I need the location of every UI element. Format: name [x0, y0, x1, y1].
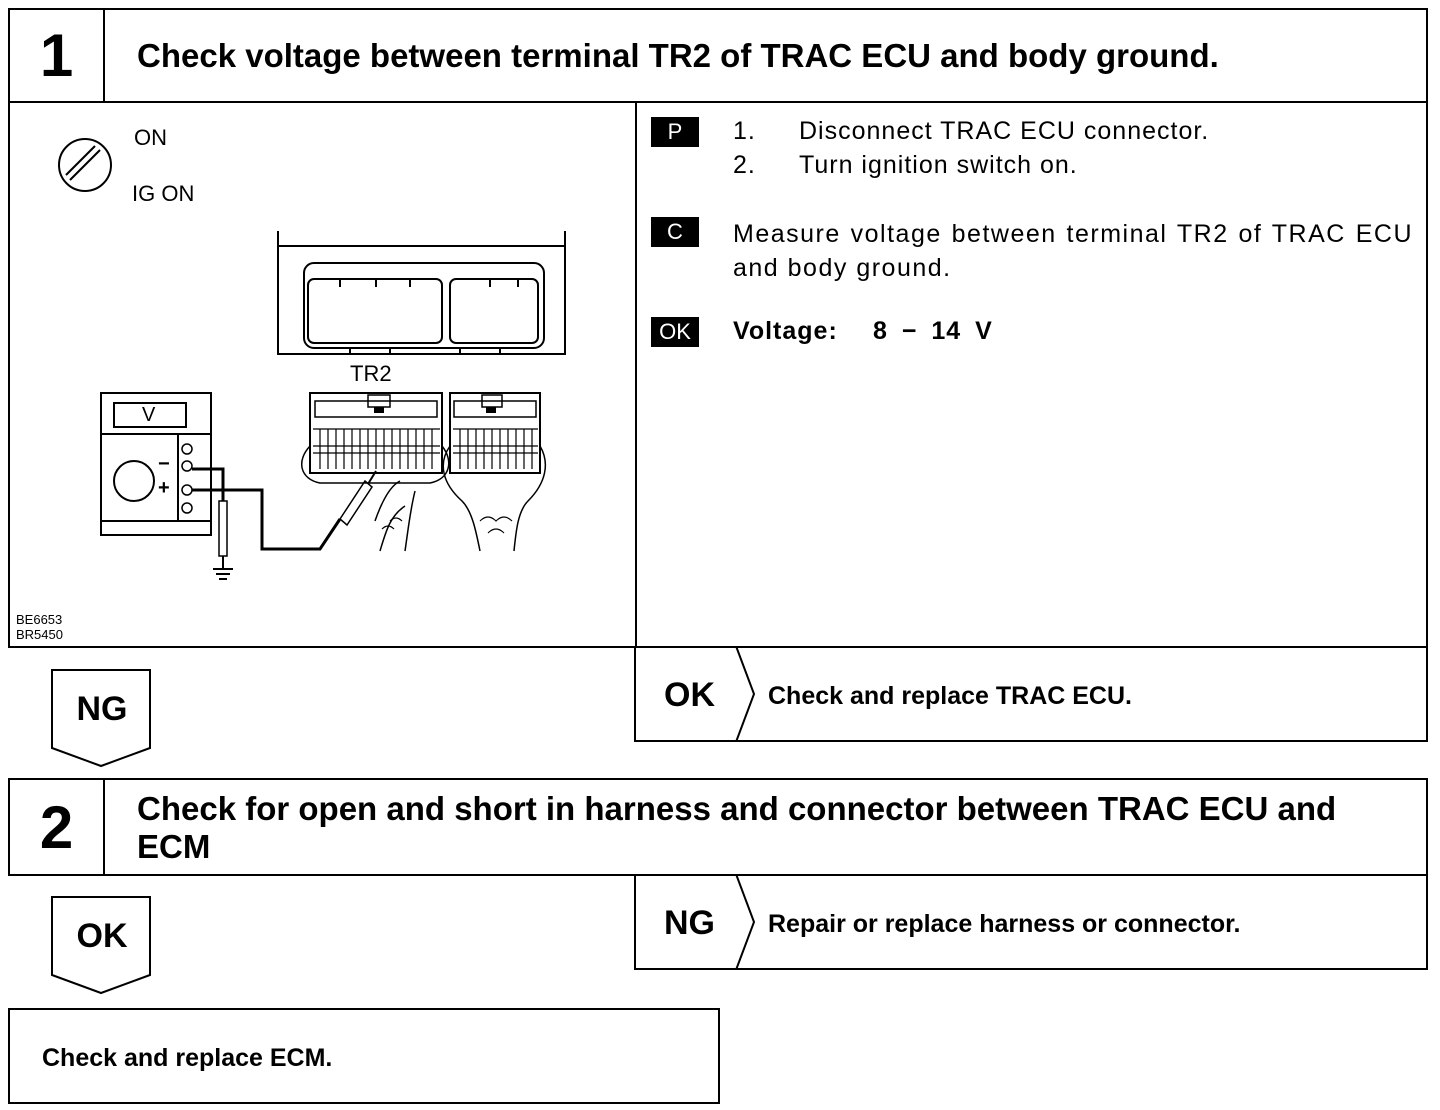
- figure-code-1: BE6653: [16, 612, 63, 627]
- prep-step-2-num: 2.: [733, 151, 756, 179]
- on-label: ON: [134, 125, 167, 150]
- wiring-figure: ON IG ON TR2 V − + BE6653 BR5450: [10, 101, 635, 646]
- ok-badge: OK: [651, 317, 699, 347]
- tr2-label: TR2: [350, 361, 392, 386]
- connector-diagram: [58, 138, 566, 580]
- final-action-box: Check and replace ECM.: [8, 1008, 720, 1104]
- figure-code-2: BR5450: [16, 627, 63, 642]
- meter-label: V: [142, 404, 156, 426]
- ng-down-label: NG: [76, 690, 128, 728]
- ok-branch-label: OK: [664, 676, 715, 714]
- check-badge: C: [651, 217, 699, 247]
- ecu-housing: [277, 231, 566, 355]
- prep-step-2-text: Turn ignition switch on.: [799, 151, 1078, 179]
- probe-leads: [192, 467, 377, 580]
- prep-step-1-num: 1.: [733, 117, 756, 145]
- step2-title: Check for open and short in harness and …: [137, 790, 1337, 865]
- tr2-connector: [300, 392, 450, 552]
- prep-step-1-text: Disconnect TRAC ECU connector.: [799, 117, 1210, 145]
- step1-body: ON IG ON TR2 V − + BE6653 BR5450 P 1. Di…: [8, 101, 1428, 648]
- ig-on-label: IG ON: [132, 181, 195, 206]
- ng-branch-label: NG: [664, 904, 715, 942]
- ng-branch-box: NG Repair or replace harness or connecto…: [634, 874, 1428, 970]
- step1-number: 1: [39, 22, 74, 89]
- ok-branch-chevron: [735, 646, 756, 742]
- step1-header: 1 Check voltage between terminal TR2 of …: [8, 8, 1428, 103]
- meter-minus-label: −: [158, 453, 170, 475]
- spec-value: 8 − 14 V: [873, 317, 993, 345]
- ok-down-label: OK: [76, 917, 128, 955]
- step1-number-divider: [103, 10, 105, 101]
- ok-branch-text: Check and replace TRAC ECU.: [768, 682, 1132, 710]
- final-action-text: Check and replace ECM.: [42, 1044, 333, 1072]
- ignition-key-icon: [58, 138, 112, 192]
- step2-header: 2 Check for open and short in harness an…: [8, 778, 1428, 876]
- ok-down-arrow: [51, 896, 151, 995]
- ng-branch-chevron: [735, 874, 756, 970]
- second-connector: [442, 392, 547, 552]
- ok-branch-box: OK Check and replace TRAC ECU.: [634, 646, 1428, 742]
- meter-plus-label: +: [158, 477, 170, 499]
- prep-badge: P: [651, 117, 699, 147]
- spec-label: Voltage:: [733, 317, 838, 345]
- step1-title: Check voltage between terminal TR2 of TR…: [137, 37, 1219, 74]
- step1-body-divider: [635, 101, 637, 646]
- instructions-panel: P 1. Disconnect TRAC ECU connector. 2. T…: [637, 101, 1428, 646]
- ng-branch-text: Repair or replace harness or connector.: [768, 910, 1241, 938]
- voltmeter: [100, 392, 212, 536]
- step2-number-divider: [103, 780, 105, 874]
- step2-number: 2: [39, 794, 74, 861]
- ng-down-arrow: [51, 669, 151, 768]
- check-text: Measure voltage between terminal TR2 of …: [733, 220, 1413, 282]
